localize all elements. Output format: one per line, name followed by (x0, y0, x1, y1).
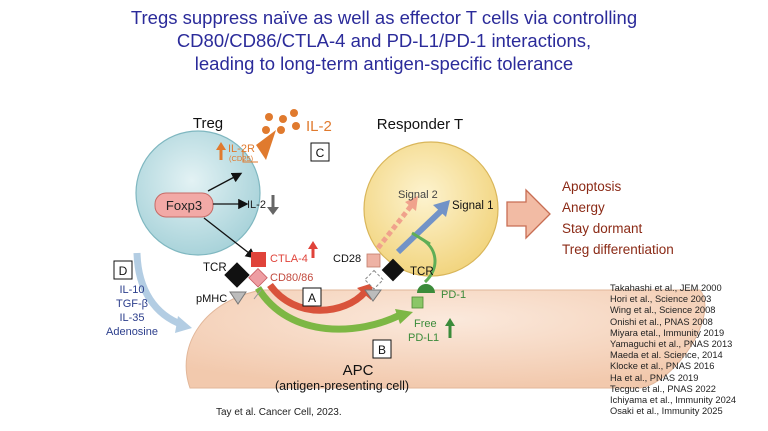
mechanism-b-arrow (255, 286, 402, 333)
tcr-left-label: TCR (203, 262, 227, 274)
foxp3-to-il2r-arrow (207, 172, 243, 192)
cd80-86-shape (248, 267, 268, 288)
foxp3-label: Foxp3 (166, 198, 202, 213)
references-list: Takahashi et al., JEM 2000 Hori et al., … (610, 283, 736, 417)
foxp3-to-ctla4-arrow (203, 217, 257, 259)
pdl1-up-arrowhead (445, 318, 455, 326)
pmhc-left-shape (229, 291, 247, 305)
factor-adenosine: Adenosine (106, 326, 158, 338)
signal1-arrowhead (433, 200, 450, 217)
outcome-apoptosis: Apoptosis (562, 179, 622, 194)
cd80-86-label: CD80/86 (270, 272, 313, 284)
tcr-right-label: TCR (410, 266, 434, 278)
il2-external-label: IL-2 (306, 118, 332, 135)
mechanism-a-label: A (308, 291, 316, 305)
reference-item: Wing et al., Science 2008 (610, 305, 716, 316)
tcr-right-shape (381, 258, 405, 282)
mechanism-a-box (302, 287, 322, 307)
reference-item: Ha et al., PNAS 2019 (610, 372, 699, 383)
pd1-shape (417, 284, 435, 293)
ctla4-label: CTLA-4 (270, 253, 308, 265)
cd25-label: (CD25) (229, 154, 254, 163)
mechanism-d-arrowhead (175, 316, 192, 333)
mechanism-d-arrow (133, 252, 185, 329)
reference-item: Maeda et al. Science, 2014 (610, 350, 723, 361)
title-line-1: Tregs suppress naïve as well as effector… (130, 7, 638, 28)
il2-down-arrowhead (267, 207, 279, 215)
pd1-label: PD-1 (441, 289, 466, 301)
mechanism-b-arrowhead (395, 309, 413, 324)
outcomes-list: Apoptosis Anergy Stay dormant Treg diffe… (562, 176, 674, 260)
title-line-3: leading to long-term antigen-specific to… (194, 53, 574, 74)
title-line-2: CD80/CD86/CTLA-4 and PD-L1/PD-1 interact… (176, 30, 592, 51)
factor-tgf-beta: TGF-β (116, 298, 148, 310)
apc-sublabel: (antigen-presenting cell) (275, 379, 409, 393)
figure-citation: Tay et al. Cancer Cell, 2023. (216, 407, 342, 418)
reference-item: Onishi et al., PNAS 2008 (610, 316, 713, 327)
mechanism-a-arrow (267, 282, 368, 314)
apc-cell (185, 289, 706, 389)
tcr-left-shape (224, 262, 250, 288)
reference-item: Klocke et al., PNAS 2016 (610, 361, 715, 372)
foxp3-box (154, 192, 214, 218)
mechanism-d-factors: IL-10 TGF-β IL-35 Adenosine (101, 283, 163, 339)
il2r-up-arrowhead (216, 142, 226, 150)
cd80-86-stalk (253, 289, 262, 300)
reference-item: Hori et al., Science 2003 (610, 294, 712, 305)
pmhc-right-shape (364, 289, 382, 302)
factor-il35: IL-35 (119, 312, 145, 324)
il2r-receptor (256, 130, 276, 160)
mechanism-b-label: B (378, 343, 386, 357)
treg-label: Treg (193, 115, 223, 132)
pd1-inhibition-bar (411, 231, 431, 246)
pdl1-shape (411, 296, 424, 309)
reference-item: Takahashi et al., JEM 2000 (610, 283, 722, 293)
signal2-arrow (376, 204, 413, 250)
mechanism-c-label: C (316, 146, 325, 160)
reference-item: Miyara etal., Immunity 2019 (610, 327, 725, 338)
pmhc-label: pMHC (196, 293, 227, 305)
il2r-bracket (242, 150, 258, 163)
outcome-anergy: Anergy (562, 200, 605, 215)
outcome-stay-dormant: Stay dormant (562, 221, 643, 236)
reference-item: Tecguc et al., PNAS 2022 (610, 383, 716, 394)
empty-cd80-86-site (364, 269, 384, 290)
cd28-label: CD28 (333, 253, 361, 265)
signal2-arrowhead (405, 196, 418, 211)
pdl1-label: PD-L1 (408, 332, 439, 344)
mechanism-b-box (372, 339, 392, 359)
signal1-arrow (395, 208, 444, 255)
outcome-arrow (506, 188, 551, 240)
signal1-label: Signal 1 (452, 200, 494, 212)
ctla4-shape (251, 252, 266, 267)
reference-item: Yamaguchi et al., PNAS 2013 (610, 339, 733, 350)
il2r-label: IL-2R (228, 143, 255, 155)
il2-inner-label: IL-2 (247, 199, 266, 211)
reference-item: Ichiyama et al., Immunity 2024 (610, 395, 737, 406)
signal2-label: Signal 2 (398, 189, 438, 201)
factor-il10: IL-10 (119, 284, 145, 296)
cd28-shape (366, 253, 381, 268)
diagram-title: Tregs suppress naïve as well as effector… (0, 6, 768, 75)
free-label: Free (414, 318, 437, 330)
mechanism-d-box (113, 260, 133, 280)
responder-label: Responder T (377, 116, 463, 133)
apc-label: APC (343, 362, 374, 379)
ctla4-up-arrowhead (308, 241, 318, 249)
mechanism-c-box (310, 142, 330, 162)
reference-item: Osaki et al., Immunity 2025 (610, 406, 723, 417)
il2-molecules (262, 109, 300, 134)
mechanism-d-label: D (119, 264, 128, 278)
outcome-treg-differentiation: Treg differentiation (562, 242, 674, 257)
